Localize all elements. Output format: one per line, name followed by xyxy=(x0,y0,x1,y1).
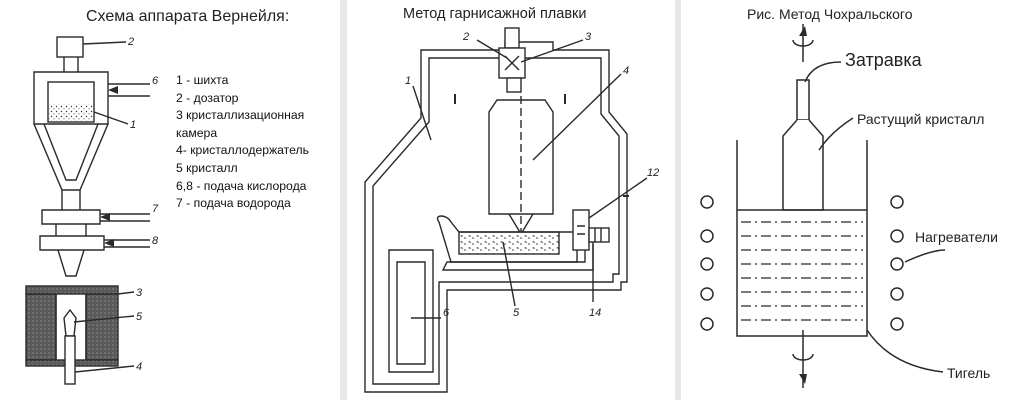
callout-8-label: 8 xyxy=(152,235,159,247)
legend-item: 7 - подача водорода xyxy=(176,196,291,211)
callout-7-label: 7 xyxy=(152,203,159,215)
skull-melting-panel: Метод гарнисажной плавки xyxy=(347,0,675,400)
verneuil-diagram: 2 1 6 7 8 3 5 4 xyxy=(25,36,159,385)
callout-2-label: 1 xyxy=(130,119,136,131)
callout-1-label: 2 xyxy=(127,36,134,48)
skull-callout-2: 2 xyxy=(462,31,469,43)
arrow-7 xyxy=(100,213,110,221)
callout-3-label: 3 xyxy=(136,287,143,299)
growing-crystal xyxy=(782,119,824,211)
arrow-6 xyxy=(108,86,118,94)
legend-item: 1 - шихта xyxy=(176,73,229,87)
legend-item: 5 кристалл xyxy=(176,160,238,175)
crucible xyxy=(736,140,868,337)
verneuil-panel: Схема аппарата Вернейля: xyxy=(0,0,340,400)
skull-melting-title: Метод гарнисажной плавки xyxy=(403,6,587,22)
skull-callout-14: 14 xyxy=(589,307,601,319)
heater-icon xyxy=(700,317,714,331)
legend-item: 6,8 - подача кислорода xyxy=(176,178,307,193)
heater-icon xyxy=(700,287,714,301)
skull-callout-12: 12 xyxy=(647,167,659,179)
heater-icon xyxy=(890,257,904,271)
crystal xyxy=(63,308,77,337)
crucible-label: Тигель xyxy=(947,365,990,381)
legend-item: 2 - дозатор xyxy=(176,90,239,105)
rotation-bottom-icon xyxy=(792,353,814,361)
skull-callout-1: 1 xyxy=(405,75,411,87)
charge-powder xyxy=(49,104,93,121)
legend-item: камера xyxy=(176,125,218,140)
czochralski-diagram: Затравка Растущий кристалл Нагреватели Т… xyxy=(700,24,998,388)
heater-icon xyxy=(890,195,904,209)
verneuil-legend: 1 - шихта 2 - дозатор 3 кристаллизационн… xyxy=(176,72,309,213)
heater-icon xyxy=(890,287,904,301)
callout-6-label: 6 xyxy=(152,75,159,87)
skull-melting-diagram: 1 2 3 4 12 6 5 14 xyxy=(364,27,659,393)
seed-rod xyxy=(796,79,810,121)
skull-callout-5: 5 xyxy=(513,307,520,319)
heater-icon xyxy=(890,229,904,243)
heater-icon xyxy=(700,195,714,209)
seed-label: Затравка xyxy=(845,50,923,70)
dispenser-box xyxy=(56,36,84,58)
legend-item: 3 кристаллизационная xyxy=(176,108,305,123)
verneuil-title: Схема аппарата Вернейля: xyxy=(86,8,290,25)
heater-icon xyxy=(890,317,904,331)
skull-callout-3: 3 xyxy=(585,31,592,43)
heaters-label: Нагреватели xyxy=(915,229,998,245)
heater-icon xyxy=(700,257,714,271)
callout-5-label: 5 xyxy=(136,311,143,323)
callout-4-label: 4 xyxy=(136,361,142,373)
rotation-top-icon xyxy=(792,39,814,47)
czochralski-panel: Рис. Метод Чохральского xyxy=(681,0,1024,400)
legend-item: 4- кристаллодержатель xyxy=(176,143,309,158)
arrow-8 xyxy=(104,239,114,247)
crystal-label: Растущий кристалл xyxy=(857,111,984,127)
heater-icon xyxy=(700,229,714,243)
crystal-holder xyxy=(64,335,76,385)
skull-callout-4: 4 xyxy=(623,65,629,77)
czochralski-title: Рис. Метод Чохральского xyxy=(747,6,913,22)
skull-callout-6: 6 xyxy=(443,307,450,319)
